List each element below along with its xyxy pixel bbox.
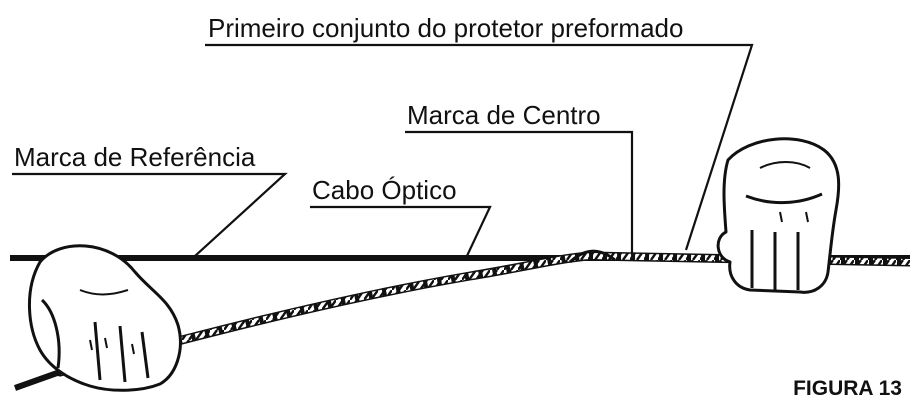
label-primeiro-conjunto: Primeiro conjunto do protetor preformado <box>208 13 683 43</box>
cable-kink <box>568 249 616 264</box>
leader-marca-referencia <box>12 172 288 257</box>
label-marca-referencia: Marca de Referência <box>14 142 256 172</box>
gloved-hand-icon <box>716 137 841 294</box>
label-marca-centro: Marca de Centro <box>407 100 601 130</box>
figure-caption: FIGURA 13 <box>793 377 902 400</box>
leader-marca-centro <box>405 130 634 255</box>
leader-primeiro-conjunto <box>205 43 754 251</box>
label-cabo-optico: Cabo Óptico <box>312 175 457 205</box>
leader-cabo-optico <box>310 205 492 259</box>
gloved-hand-icon <box>13 244 182 392</box>
